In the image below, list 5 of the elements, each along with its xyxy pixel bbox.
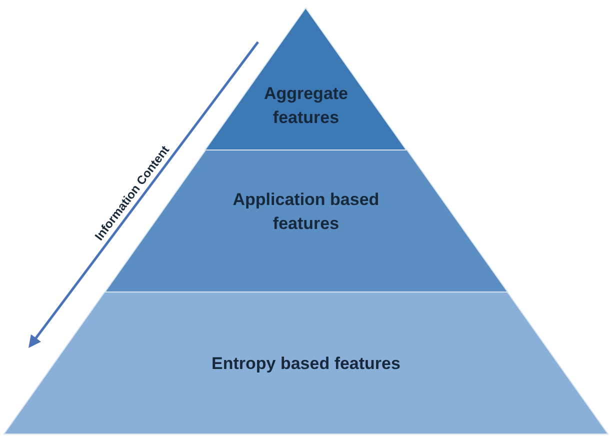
tier-label: Aggregate features [262, 83, 350, 129]
tier-label: Application based features [232, 189, 380, 235]
pyramid-top-tier [205, 8, 407, 150]
tier-label: Entropy based features [210, 353, 402, 375]
pyramid-tier [4, 292, 608, 434]
